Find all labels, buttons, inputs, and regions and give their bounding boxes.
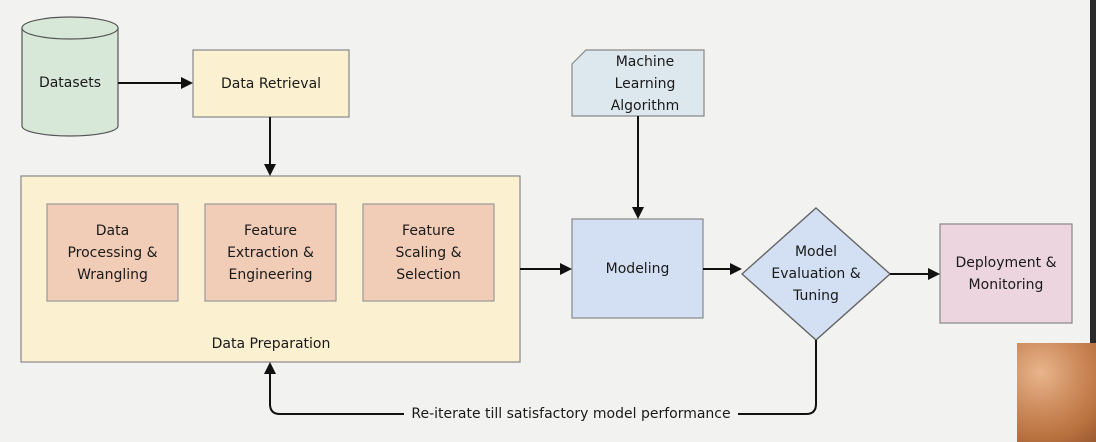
feedback-loop-line bbox=[738, 340, 817, 415]
feature-scaling-box-shape bbox=[362, 203, 495, 302]
datasets-node: Datasets bbox=[38, 75, 102, 91]
data-processing-box-shape bbox=[46, 203, 179, 302]
data-retrieval-node: Data Retrieval bbox=[220, 75, 322, 92]
deployment-node: Deployment & Monitoring bbox=[955, 254, 1057, 293]
feature-extraction-box-shape bbox=[204, 203, 337, 302]
data-retrieval-box-shape bbox=[192, 49, 350, 118]
feature-scaling-node: Feature Scaling & Selection bbox=[395, 222, 462, 283]
model-evaluation-node: Model Evaluation & Tuning bbox=[771, 244, 861, 304]
modeling-node: Modeling bbox=[605, 260, 670, 277]
feedback-loop-arrow bbox=[264, 362, 404, 415]
loop-label: Re-iterate till satisfactory model perfo… bbox=[404, 403, 738, 425]
datasets-cylinder-shape bbox=[21, 16, 119, 137]
video-thumbnail bbox=[1017, 343, 1096, 442]
feature-extraction-node: Feature Extraction & Engineering bbox=[227, 222, 314, 283]
edge-strip bbox=[1090, 0, 1096, 442]
data-preparation-label: Data Preparation bbox=[211, 336, 331, 352]
data-processing-node: Data Processing & Wrangling bbox=[67, 222, 158, 283]
deployment-box-shape bbox=[939, 223, 1073, 324]
ml-algorithm-node: Machine Learning Algorithm bbox=[610, 54, 680, 114]
